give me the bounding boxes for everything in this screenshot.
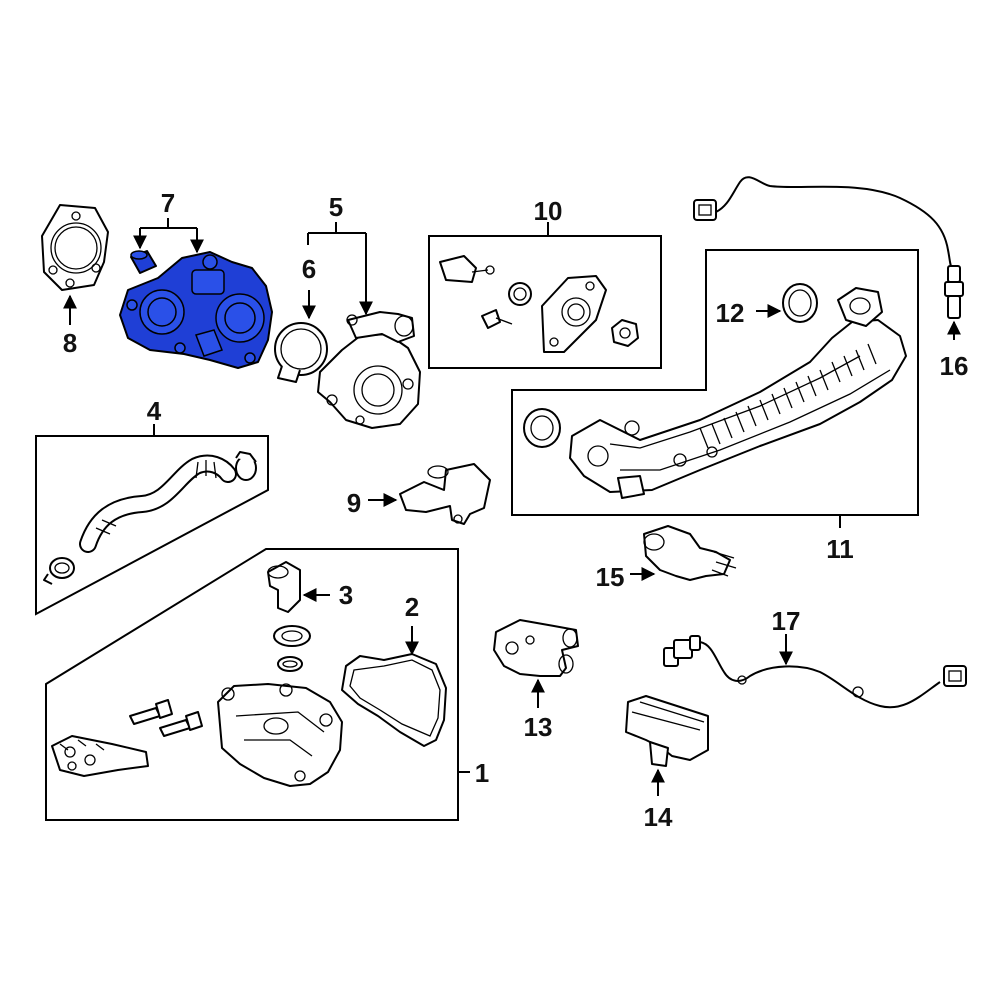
- callout-16: 16: [940, 351, 969, 381]
- group-11-box: [511, 249, 919, 528]
- callout-7: 7: [161, 188, 175, 218]
- callout-6: 6: [302, 254, 316, 284]
- callout-14: 14: [644, 802, 673, 832]
- callout-13: 13: [524, 712, 553, 742]
- callout-5-leader: [307, 222, 373, 316]
- callout-5: 5: [329, 192, 343, 222]
- group-1-box: [45, 548, 470, 821]
- callout-9: 9: [347, 488, 361, 518]
- part-10-washer[interactable]: [508, 282, 532, 306]
- part-2-gasket[interactable]: [341, 626, 447, 747]
- part-3-elbow-fitting[interactable]: [267, 561, 330, 613]
- part-1-seal[interactable]: [273, 625, 311, 647]
- part-10-sensor[interactable]: [439, 255, 495, 283]
- part-11-seal[interactable]: [523, 408, 561, 448]
- group-10-box: [428, 222, 662, 369]
- part-4-clamp-lower[interactable]: [43, 557, 75, 585]
- callout-7-leader: [133, 218, 204, 254]
- part-12-seal[interactable]: [756, 283, 818, 323]
- part-9-pressure-sensor[interactable]: [368, 463, 491, 525]
- cooler-fins: [699, 343, 877, 449]
- callout-15: 15: [596, 562, 625, 592]
- part-11-egr-cooler[interactable]: [569, 287, 907, 499]
- part-17-sensor-wire[interactable]: [663, 634, 967, 709]
- part-4-clamp-upper[interactable]: [235, 451, 257, 481]
- callout-11: 11: [826, 534, 854, 564]
- callout-10: 10: [534, 196, 563, 226]
- part-10-nut[interactable]: [611, 319, 639, 347]
- part-15-valve[interactable]: [630, 525, 737, 581]
- callout-3: 3: [339, 580, 353, 610]
- part-14-actuator[interactable]: [625, 695, 709, 796]
- part-1-bolt-b[interactable]: [159, 711, 203, 737]
- part-6-clamp[interactable]: [274, 290, 328, 383]
- callout-1: 1: [475, 758, 489, 788]
- part-1-oring[interactable]: [277, 656, 303, 672]
- callout-4: 4: [147, 396, 162, 426]
- part-1-cover[interactable]: [217, 683, 343, 787]
- part-1-bracket[interactable]: [51, 735, 149, 777]
- part-10-bolt[interactable]: [481, 309, 513, 329]
- part-10-plate[interactable]: [541, 275, 607, 353]
- part-16-o2-sensor[interactable]: [693, 176, 964, 340]
- part-4-hose[interactable]: [79, 454, 237, 553]
- group-4-box: [35, 424, 269, 616]
- part-5-housing[interactable]: [317, 311, 421, 429]
- callout-8: 8: [63, 328, 77, 358]
- callout-17: 17: [772, 606, 801, 636]
- part-8-gasket[interactable]: [41, 204, 109, 325]
- callout-12: 12: [716, 298, 745, 328]
- part-1-bolt-a[interactable]: [129, 699, 173, 725]
- part-7-egr-valve-highlighted[interactable]: [119, 251, 273, 369]
- part-13-thermostat[interactable]: [493, 619, 579, 708]
- part-7-plug-highlighted[interactable]: [130, 250, 157, 274]
- callout-2: 2: [405, 592, 419, 622]
